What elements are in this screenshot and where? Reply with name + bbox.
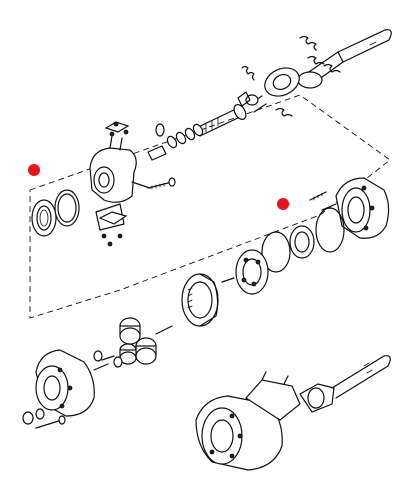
o-ring-left	[54, 189, 80, 227]
callout-marker-1[interactable]	[28, 164, 40, 176]
planetary-carrier	[221, 249, 269, 295]
steering-knuckle	[89, 135, 151, 231]
kingpin-bottom	[98, 211, 128, 247]
axle-shaft-middle	[195, 104, 247, 137]
planet-gears	[101, 317, 173, 368]
assembly-boundary	[29, 94, 391, 319]
pin-washer	[93, 350, 109, 371]
wheel-hub-right	[335, 177, 390, 239]
kingpin-top	[104, 121, 130, 137]
washers-lower-left	[22, 408, 66, 429]
bearing-right	[289, 225, 315, 259]
bolt-studs-right	[309, 191, 337, 211]
oil-seal-left	[31, 199, 57, 237]
universal-joint	[237, 67, 300, 113]
seal-ring-right	[315, 207, 345, 253]
knuckle-bolt	[147, 177, 176, 190]
ring-gear	[181, 273, 219, 327]
callout-marker-2[interactable]	[277, 198, 289, 210]
axle-assembly-complete	[195, 371, 301, 471]
drive-shaft-upper	[297, 29, 392, 89]
washers-middle	[147, 123, 204, 161]
springs-top	[241, 35, 341, 117]
wheel-hub-lower-left	[35, 349, 95, 417]
shaft-lower-right	[299, 355, 391, 413]
snap-ring-right	[261, 231, 291, 273]
